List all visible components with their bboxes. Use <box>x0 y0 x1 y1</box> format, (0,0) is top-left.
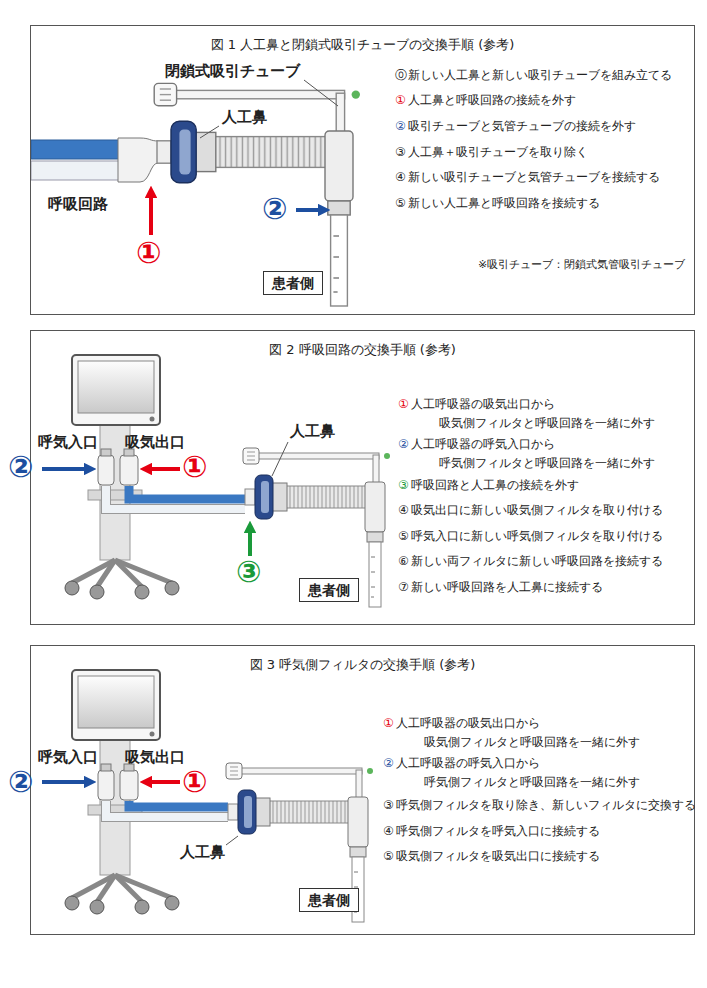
step-text: ② <box>398 435 409 454</box>
part-label: 人工鼻 <box>222 108 267 126</box>
part-label: 人工鼻 <box>290 422 335 440</box>
step-text: 新しい人工鼻と新しい吸引チューブを組み立てる <box>408 66 672 85</box>
step-text: ⑥ <box>398 552 409 571</box>
part-label: 吸気出口 <box>125 433 185 451</box>
box-label: 患者側 <box>308 581 350 599</box>
step-text: ④ <box>398 501 409 520</box>
step-text: ⑤ <box>398 527 409 546</box>
callout-number: ③ <box>236 557 261 587</box>
callout-number: ① <box>136 238 161 268</box>
step-text: 呼吸回路と人工鼻の接続を外す <box>411 476 579 495</box>
step-text: ③ <box>398 476 409 495</box>
step-text: 新しい人工鼻と呼吸回路を接続する <box>408 194 600 213</box>
callout-number: ① <box>182 452 207 482</box>
step-text: ④ <box>395 168 406 187</box>
step-text: 新しい吸引チューブと気管チューブを接続する <box>408 168 660 187</box>
step-text: 人工呼吸器の呼気入口から 呼気側フィルタと呼吸回路を一緒に外す <box>411 435 683 473</box>
figure-title: 図 1 人工鼻と閉鎖式吸引チューブの交換手順 (参考) <box>31 37 694 53</box>
step-text: ⑤ <box>383 847 394 866</box>
label-box: 患者側 <box>263 271 323 295</box>
part-label: 閉鎖式吸引チューブ <box>165 62 300 80</box>
callout-number: ② <box>8 767 33 797</box>
step-text: 人工呼吸器の吸気出口から 吸気側フィルタと呼吸回路を一緒に外す <box>411 395 683 433</box>
step-text: ⑤ <box>395 194 406 213</box>
part-label: 呼気入口 <box>38 748 98 766</box>
step-text: 人工呼吸器の吸気出口から 吸気側フィルタと呼吸回路を一緒に外す <box>396 714 668 752</box>
step-text: ⓪ <box>395 66 407 85</box>
part-label: ※吸引チューブ：閉鎖式気管吸引チューブ <box>478 258 685 271</box>
step-text: ② <box>395 117 406 136</box>
step-text: ① <box>383 714 394 733</box>
step-text: 人工鼻と呼吸回路の接続を外す <box>408 91 576 110</box>
step-text: ① <box>395 91 406 110</box>
step-text: 吸気出口に新しい吸気側フィルタを取り付ける <box>411 501 663 520</box>
callout-number: ② <box>262 194 287 224</box>
step-text: ④ <box>383 822 394 841</box>
figure-title: 図 2 呼吸回路の交換手順 (参考) <box>31 342 694 358</box>
step-text: 人工呼吸器の呼気入口から 呼気側フィルタと呼吸回路を一緒に外す <box>396 754 668 792</box>
step-text: 新しい呼吸回路を人工鼻に接続する <box>411 578 603 597</box>
step-text: 呼気入口に新しい呼気側フィルタを取り付ける <box>411 527 663 546</box>
step-text: ⑦ <box>398 578 409 597</box>
step-text: ③ <box>395 143 406 162</box>
part-label: 呼気入口 <box>38 433 98 451</box>
figure-title: 図 3 呼気側フィルタの交換手順 (参考) <box>31 657 694 673</box>
step-text: 呼気側フィルタを呼気入口に接続する <box>396 822 600 841</box>
step-text: 吸気側フィルタを吸気出口に接続する <box>396 847 600 866</box>
step-text: 吸引チューブと気管チューブの接続を外す <box>408 117 636 136</box>
step-text: ② <box>383 754 394 773</box>
part-label: 吸気出口 <box>125 748 185 766</box>
step-text: ③ <box>383 796 394 815</box>
box-label: 患者側 <box>272 274 314 292</box>
step-text: 新しい両フィルタに新しい呼吸回路を接続する <box>411 552 663 571</box>
figure-panel: 図 3 呼気側フィルタの交換手順 (参考) 患者側 <box>30 645 695 935</box>
step-text: ① <box>398 395 409 414</box>
step-text: 人工鼻＋吸引チューブを取り除く <box>408 143 588 162</box>
label-box: 患者側 <box>299 578 359 602</box>
callout-number: ① <box>182 767 207 797</box>
part-label: 人工鼻 <box>180 843 225 861</box>
label-box: 患者側 <box>299 888 359 912</box>
part-label: 呼吸回路 <box>48 195 108 213</box>
step-text: 呼気側フィルタを取り除き、新しいフィルタに交換する <box>396 796 696 815</box>
box-label: 患者側 <box>308 891 350 909</box>
callout-number: ② <box>8 452 33 482</box>
